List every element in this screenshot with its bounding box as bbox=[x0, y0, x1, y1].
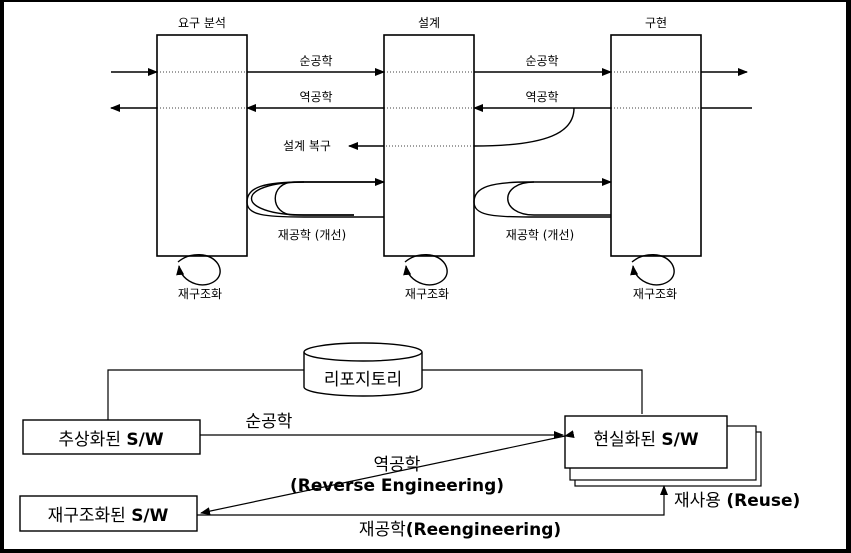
restructuring-label-3: 재구조화 bbox=[633, 287, 677, 301]
reengineering-loop-1 bbox=[246, 178, 385, 218]
restructuring-loop-2 bbox=[403, 254, 448, 286]
restructuring-loop-3 bbox=[630, 254, 675, 286]
reengineering-label-1: 재공학 (개선) bbox=[278, 228, 346, 242]
forward-engineering-label: 순공학 bbox=[246, 412, 293, 432]
phase-column-design bbox=[383, 34, 475, 257]
restructuring-loop-1 bbox=[176, 254, 221, 286]
abstract-sw-label: 추상화된 S/W bbox=[58, 430, 163, 450]
realized-sw-label: 현실화된 S/W bbox=[593, 430, 698, 450]
restructuring-label-2: 재구조화 bbox=[405, 287, 449, 301]
repository-label: 리포지토리 bbox=[324, 370, 402, 390]
design-recovery-flow bbox=[348, 107, 575, 150]
reengineering-reuse-arrow bbox=[197, 485, 668, 516]
repository-link-left bbox=[107, 369, 304, 422]
forward-label-2: 순공학 bbox=[525, 54, 558, 68]
phase-label-analysis: 요구 분석 bbox=[178, 16, 226, 30]
reengineering-bottom-label: 재공학(Reengineering) bbox=[359, 520, 561, 540]
reverse-label-2: 역공학 bbox=[525, 90, 558, 104]
reengineering-loop-2 bbox=[473, 178, 612, 218]
reverse-engineering-arrow bbox=[200, 430, 575, 516]
design-recovery-label: 설계 복구 bbox=[283, 139, 331, 153]
abstract-sw-box bbox=[22, 419, 201, 455]
restructured-sw-label: 재구조화된 S/W bbox=[48, 506, 169, 526]
reverse-engineering-label: 역공학 bbox=[374, 455, 421, 475]
forward-label-1: 순공학 bbox=[299, 54, 332, 68]
reengineering-label-2: 재공학 (개선) bbox=[506, 228, 574, 242]
repository-cylinder bbox=[303, 342, 423, 397]
phase-label-design: 설계 bbox=[418, 16, 440, 30]
diagram-frame: 요구 분석 설계 구현 순공학 순공학 역공학 역공학 설계 복구 bbox=[4, 2, 846, 549]
phase-label-implementation: 구현 bbox=[645, 16, 667, 30]
realized-sw-box bbox=[564, 415, 728, 469]
repository-link-right bbox=[422, 369, 643, 414]
restructuring-label-1: 재구조화 bbox=[178, 287, 222, 301]
phase-column-implementation bbox=[610, 34, 702, 257]
reverse-label-1: 역공학 bbox=[299, 90, 332, 104]
phase-column-analysis bbox=[156, 34, 248, 257]
diagram-canvas: 요구 분석 설계 구현 순공학 순공학 역공학 역공학 설계 복구 bbox=[19, 16, 800, 540]
restructured-sw-box bbox=[19, 495, 198, 532]
reuse-label: 재사용 (Reuse) bbox=[674, 491, 800, 511]
reverse-engineering-en: (Reverse Engineering) bbox=[290, 476, 504, 496]
